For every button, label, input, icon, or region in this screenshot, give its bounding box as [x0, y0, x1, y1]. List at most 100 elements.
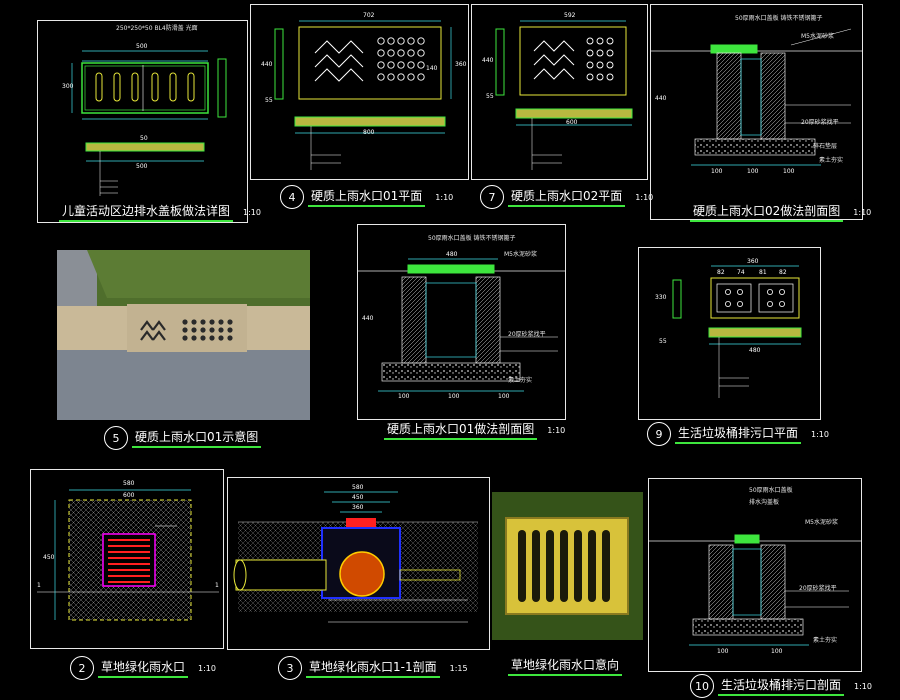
dim-seg3: 81: [759, 269, 767, 276]
lawn-inlet-section-drawing: [233, 491, 478, 623]
panel-grass-inlet-photo: [492, 492, 643, 640]
caption-title: 儿童活动区边排水盖板做法详图: [59, 202, 234, 222]
caption-title: 生活垃圾桶排污口剖面: [718, 676, 845, 696]
caption-scale: 1:10: [243, 207, 261, 217]
note-1: 50厚雨水口盖板: [749, 487, 793, 494]
dim-left: 440: [482, 57, 494, 64]
caption-title: 硬质上雨水口02平面: [508, 187, 626, 207]
panel-4-plan: 702 440 140 360 55 800: [250, 4, 469, 180]
caption-scale: 1:10: [198, 663, 216, 673]
dim-b1: 100: [398, 393, 410, 400]
inlet-02-plan-drawing: [495, 20, 633, 170]
caption-scale: 1:10: [854, 681, 872, 691]
paving-inlet-photo: [57, 250, 310, 420]
section-marker-right: 1: [215, 582, 219, 589]
panel-inlet-01-section: 50厚雨水口盖板 铸铁不锈钢篦子 M5水泥砂浆 20厚砂浆找平 素土夯实 480…: [357, 224, 566, 420]
dim-bottom: 800: [363, 129, 375, 136]
note-3: M5水泥砂浆: [805, 519, 838, 526]
grass-inlet-photo: [492, 492, 643, 640]
dim-b2: 100: [771, 648, 783, 655]
dim-inner: 600: [123, 492, 135, 499]
dim-h: 440: [362, 315, 374, 322]
caption-number: 5: [104, 426, 128, 450]
dim-seg4: 82: [779, 269, 787, 276]
caption-title: 硬质上雨水口01平面: [308, 187, 426, 207]
note-1: 50厚雨水口盖板 铸铁不锈钢篦子: [428, 235, 516, 242]
dim-top-total: 360: [747, 258, 759, 265]
caption-10: 10 生活垃圾桶排污口剖面 1:10: [690, 674, 872, 698]
caption-4: 4 硬质上雨水口01平面 1:10: [280, 185, 453, 209]
panel-3-section: 580 450 360: [227, 477, 490, 650]
dim-left: 300: [62, 83, 74, 90]
caption-number: 10: [690, 674, 714, 698]
header-note: 250*250*50 BL4防滑盖 光面: [116, 25, 198, 32]
caption-2: 2 草地绿化雨水口 1:10: [70, 656, 216, 680]
caption-number: 3: [278, 656, 302, 680]
caption-number: 9: [647, 422, 671, 446]
dim-mid: 140: [426, 65, 438, 72]
note-1: 50厚雨水口盖板 铸铁不锈钢篦子: [735, 15, 823, 22]
drain-cover-detail-drawing: [71, 50, 227, 196]
caption-5: 5 硬质上雨水口01示意图: [104, 426, 262, 450]
dim-top: 592: [564, 12, 576, 19]
dim-b2: 100: [448, 393, 460, 400]
caption-section02: 硬质上雨水口02做法剖面图 1:10: [690, 202, 871, 222]
caption-title: 生活垃圾桶排污口平面: [675, 424, 802, 444]
caption-scale: 1:10: [853, 207, 872, 217]
dim-seg2: 74: [737, 269, 745, 276]
dim-top: 500: [136, 43, 148, 50]
dim-top: 580: [123, 480, 135, 487]
caption-section01: 硬质上雨水口01做法剖面图 1:10: [384, 420, 565, 440]
inlet-01-section-drawing: [358, 258, 565, 392]
dim-bottom: 480: [749, 347, 761, 354]
panel-9-plan: 360 82 74 81 82 330 55 480: [638, 247, 821, 420]
note-2: 排水沟盖板: [749, 499, 780, 506]
dim-b1: 100: [711, 168, 723, 175]
lawn-inlet-plan-drawing: [37, 489, 219, 621]
dim-right: 360: [455, 61, 467, 68]
dim-w: 480: [446, 251, 458, 258]
dim-d1: 580: [352, 484, 364, 491]
panel-7-plan: 592 440 55 600: [471, 4, 648, 180]
dim-side: 55: [265, 97, 273, 104]
dim-left: 330: [655, 294, 667, 301]
dim-d3: 360: [352, 504, 364, 511]
dim-left: 440: [261, 61, 273, 68]
dim-d2: 450: [352, 494, 364, 501]
dim-side: 50: [140, 135, 148, 142]
caption-number: 2: [70, 656, 94, 680]
inlet-02-section-drawing: [651, 28, 862, 166]
caption-scale: 1:10: [435, 192, 454, 202]
caption-title: 草地绿化雨水口: [98, 658, 189, 678]
note-4: 素土夯实: [508, 377, 533, 384]
panel-children-drain-detail: 250*250*50 BL4防滑盖 光面 500 300 500 50: [37, 20, 248, 223]
caption-title: 硬质上雨水口01做法剖面图: [384, 420, 538, 440]
caption-7: 7 硬质上雨水口02平面 1:10: [480, 185, 653, 209]
caption-number: 4: [280, 185, 304, 209]
note-3: 20厚砂浆找平: [801, 119, 839, 126]
caption-scale: 1:10: [811, 429, 829, 439]
waste-outlet-section-drawing: [649, 534, 861, 646]
caption-3: 3 草地绿化雨水口1-1剖面 1:15: [278, 656, 468, 680]
panel-inlet-02-section: 50厚雨水口盖板 铸铁不锈钢篦子 M5水泥砂浆 20厚砂浆找平 素土夯实 碎石垫…: [650, 4, 863, 220]
caption-scale: 1:10: [635, 192, 654, 202]
section-marker-left: 1: [37, 582, 41, 589]
caption-9: 9 生活垃圾桶排污口平面 1:10: [647, 422, 829, 446]
caption-title: 硬质上雨水口02做法剖面图: [690, 202, 844, 222]
dim-top: 702: [363, 12, 375, 19]
note-2: M5水泥砂浆: [801, 33, 834, 40]
dim-b3: 100: [783, 168, 795, 175]
dim-b3: 100: [498, 393, 510, 400]
panel-10-section: 50厚雨水口盖板 排水沟盖板 M5水泥砂浆 20厚砂浆找平 素土夯实 100 1…: [648, 478, 862, 672]
note-4: 20厚砂浆找平: [799, 585, 837, 592]
note-3: 20厚砂浆找平: [508, 331, 546, 338]
caption-children: 儿童活动区边排水盖板做法详图 1:10: [59, 202, 261, 222]
caption-title: 草地绿化雨水口1-1剖面: [306, 658, 440, 678]
dim-side: 55: [486, 93, 494, 100]
panel-2-plan: 580 600 450 1 1: [30, 469, 224, 649]
dim-b1: 100: [717, 648, 729, 655]
dim-bottom: 600: [566, 119, 578, 126]
caption-title: 草地绿化雨水口意向: [508, 656, 623, 676]
dim-b2: 100: [747, 168, 759, 175]
